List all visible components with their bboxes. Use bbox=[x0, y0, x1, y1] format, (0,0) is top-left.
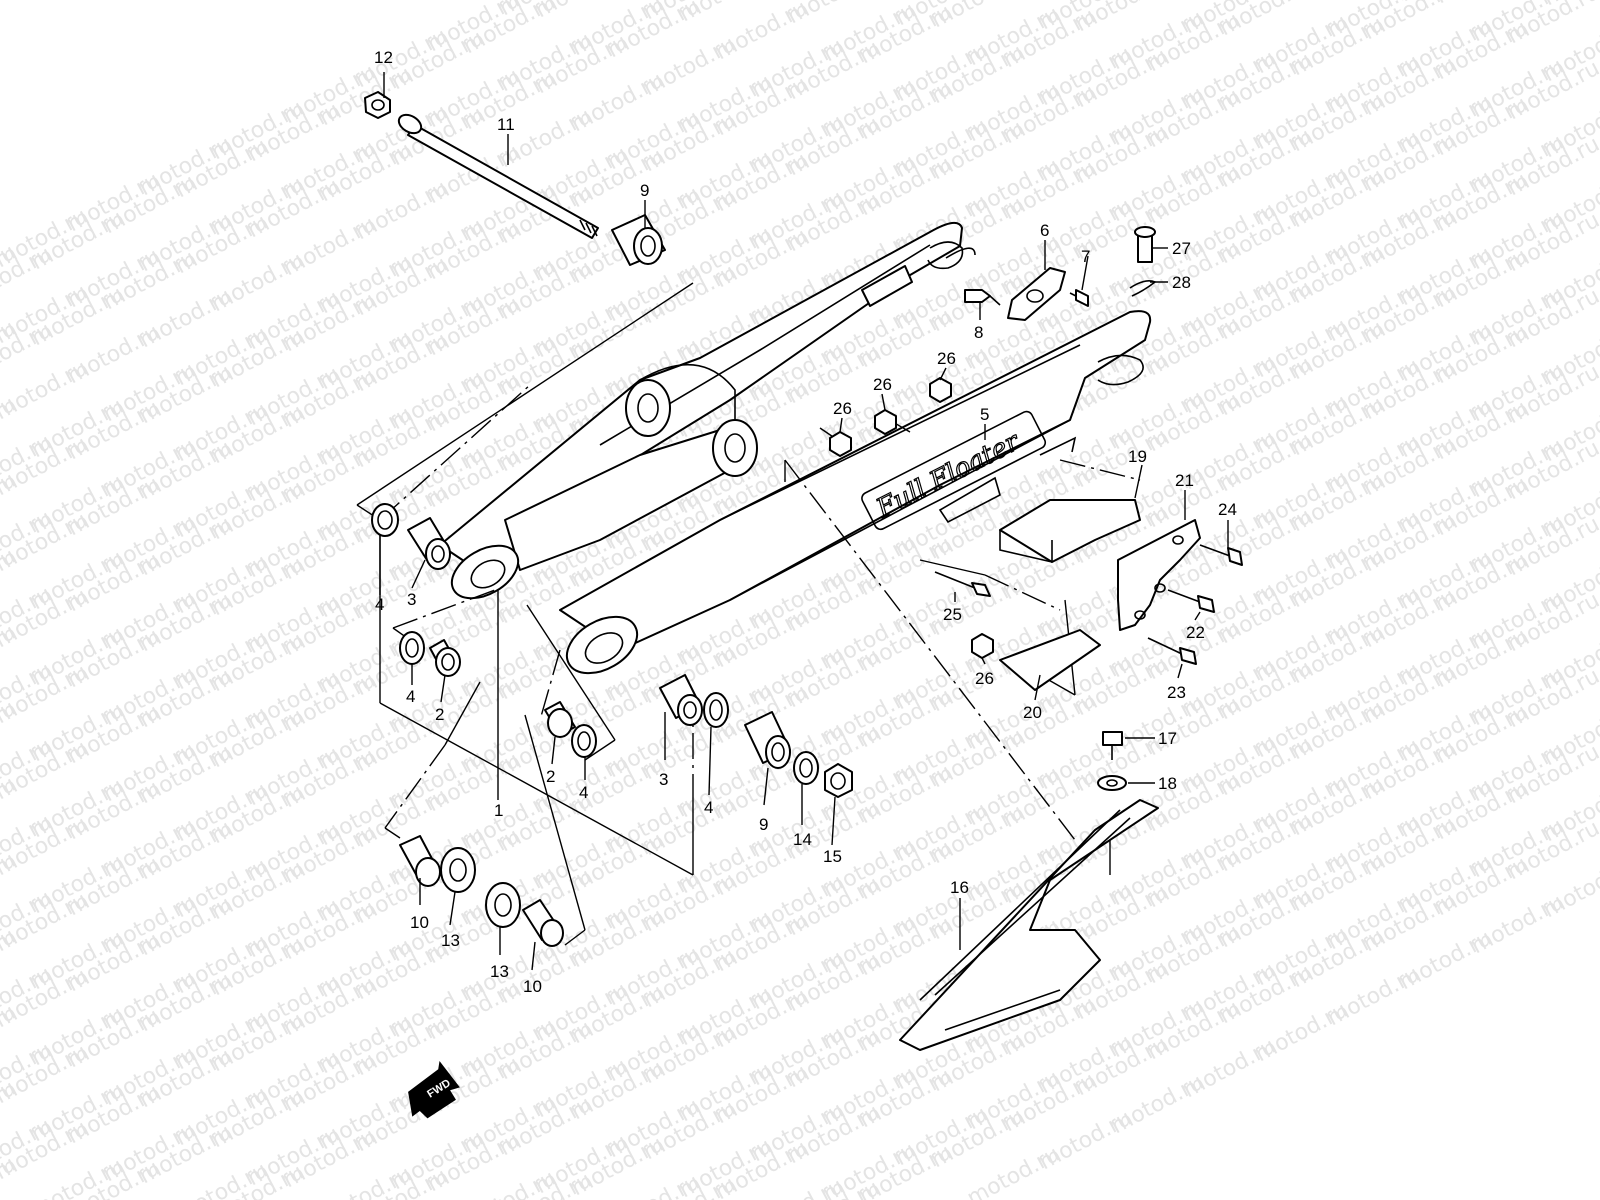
callout-4: 4 bbox=[579, 783, 588, 802]
callout-11: 11 bbox=[497, 115, 515, 134]
callout-12: 12 bbox=[374, 48, 393, 67]
callout-13: 13 bbox=[490, 962, 509, 981]
callout-6: 6 bbox=[1040, 221, 1049, 240]
callout-4: 4 bbox=[406, 687, 415, 706]
callout-14: 14 bbox=[793, 830, 812, 849]
callout-8: 8 bbox=[974, 323, 983, 342]
callout-9: 9 bbox=[640, 181, 649, 200]
callout-16: 16 bbox=[950, 878, 969, 897]
callout-25: 25 bbox=[943, 605, 962, 624]
callout-26: 26 bbox=[873, 375, 892, 394]
callout-9: 9 bbox=[759, 815, 768, 834]
callout-22: 22 bbox=[1186, 623, 1205, 642]
callout-3: 3 bbox=[659, 770, 668, 789]
callout-24: 24 bbox=[1218, 500, 1237, 519]
callout-21: 21 bbox=[1175, 471, 1194, 490]
callout-10: 10 bbox=[410, 913, 429, 932]
callout-28: 28 bbox=[1172, 273, 1191, 292]
callout-3: 3 bbox=[407, 590, 416, 609]
callout-19: 19 bbox=[1128, 447, 1147, 466]
callout-18: 18 bbox=[1158, 774, 1177, 793]
callout-7: 7 bbox=[1081, 247, 1090, 266]
callout-26: 26 bbox=[937, 349, 956, 368]
callout-15: 15 bbox=[823, 847, 842, 866]
callout-2: 2 bbox=[546, 767, 555, 786]
callout-23: 23 bbox=[1167, 683, 1186, 702]
callout-26: 26 bbox=[975, 669, 994, 688]
callout-10: 10 bbox=[523, 977, 542, 996]
callout-2: 2 bbox=[435, 705, 444, 724]
callout-4: 4 bbox=[704, 798, 713, 817]
callout-26: 26 bbox=[833, 399, 852, 418]
callout-4: 4 bbox=[375, 595, 384, 614]
callout-27: 27 bbox=[1172, 239, 1191, 258]
callout-5: 5 bbox=[980, 405, 989, 424]
callout-13: 13 bbox=[441, 931, 460, 950]
callout-1: 1 bbox=[494, 801, 503, 820]
callout-17: 17 bbox=[1158, 729, 1177, 748]
callout-20: 20 bbox=[1023, 703, 1042, 722]
